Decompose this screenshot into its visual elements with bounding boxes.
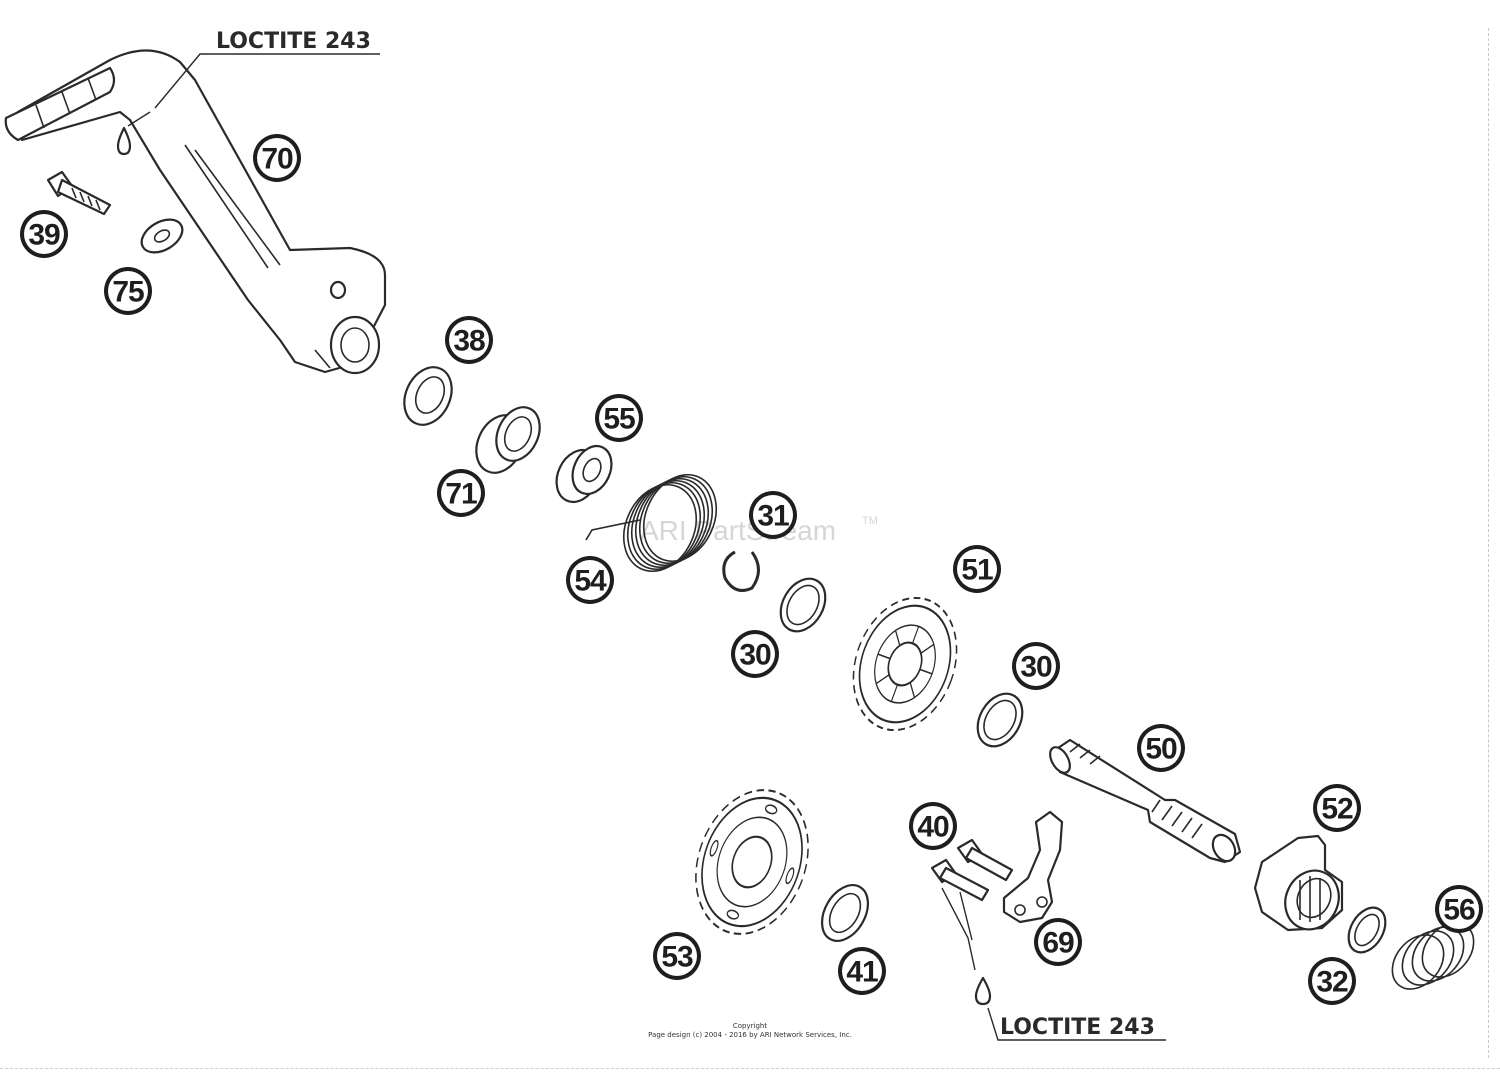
svg-text:30: 30 [739,639,771,672]
callout-55[interactable]: 55 [595,394,643,442]
loctite-drop-bottom [941,887,992,1006]
callout-71[interactable]: 71 [437,469,485,517]
ratchet-52[interactable] [1253,834,1348,938]
watermark-trademark: TM [862,515,878,527]
svg-text:38: 38 [453,325,485,358]
washer-30-lower[interactable] [969,686,1032,754]
callout-54[interactable]: 54 [566,556,614,604]
washer-32[interactable] [1341,901,1393,959]
circlip-31[interactable] [722,550,760,592]
seal-38[interactable] [395,360,460,433]
callout-39[interactable]: 39 [20,210,68,258]
callout-69[interactable]: 69 [1034,918,1082,966]
bolts-40[interactable] [930,838,1014,902]
gear-53[interactable] [677,774,828,950]
watermark-text: ARI PartStream [640,515,836,546]
svg-text:50: 50 [1145,733,1177,766]
callout-75[interactable]: 75 [104,267,152,315]
callout-40[interactable]: 40 [909,802,957,850]
copyright-notice: Copyright Page design (c) 2004 - 2016 by… [620,1022,880,1040]
page-border-right [1488,28,1489,1058]
svg-text:55: 55 [603,403,635,436]
copyright-line-1: Copyright [732,1022,768,1030]
copyright-line-2: Page design (c) 2004 - 2016 by ARI Netwo… [648,1031,852,1039]
loctite-note-top: LOCTITE 243 [154,29,380,109]
washer-30-upper[interactable] [772,571,835,639]
guide-plate-69[interactable] [1002,810,1064,924]
svg-text:30: 30 [1020,651,1052,684]
svg-text:54: 54 [574,565,607,598]
bushing-71[interactable] [467,400,548,480]
kickstart-lever[interactable] [4,49,387,375]
svg-text:32: 32 [1316,966,1348,999]
svg-text:41: 41 [846,956,878,989]
bolt-39[interactable] [46,170,112,216]
callout-56[interactable]: 56 [1435,885,1483,933]
loctite-note-bottom: LOCTITE 243 [987,1007,1166,1041]
spacer-55[interactable] [548,440,618,509]
callout-32[interactable]: 32 [1308,957,1356,1005]
callout-30-upper[interactable]: 30 [731,630,779,678]
callout-41[interactable]: 41 [838,947,886,995]
svg-text:70: 70 [261,143,293,176]
washer-75[interactable] [136,213,188,259]
spring-54[interactable] [585,463,730,583]
washer-41[interactable] [813,877,878,949]
callout-52[interactable]: 52 [1313,784,1361,832]
svg-text:39: 39 [28,219,60,252]
svg-text:31: 31 [757,500,789,533]
callout-51[interactable]: 51 [953,545,1001,593]
loctite-drop-top [116,111,151,156]
svg-text:40: 40 [917,811,949,844]
gear-51[interactable] [836,583,975,744]
loctite-note-bottom-text: LOCTITE 243 [1000,1015,1155,1040]
svg-text:56: 56 [1443,894,1475,927]
callout-30-lower[interactable]: 30 [1012,642,1060,690]
callout-38[interactable]: 38 [445,316,493,364]
svg-text:52: 52 [1321,793,1353,826]
svg-text:71: 71 [445,478,477,511]
svg-text:53: 53 [661,941,693,974]
callout-31[interactable]: 31 [749,491,797,539]
callout-53[interactable]: 53 [653,932,701,980]
loctite-note-top-text: LOCTITE 243 [216,29,371,54]
svg-text:51: 51 [961,554,993,587]
callout-50[interactable]: 50 [1137,724,1185,772]
callout-70[interactable]: 70 [253,134,301,182]
svg-text:69: 69 [1042,927,1074,960]
kickstart-shaft-50[interactable] [1046,738,1242,865]
page-border-bottom [0,1068,1500,1069]
svg-text:75: 75 [112,276,144,309]
